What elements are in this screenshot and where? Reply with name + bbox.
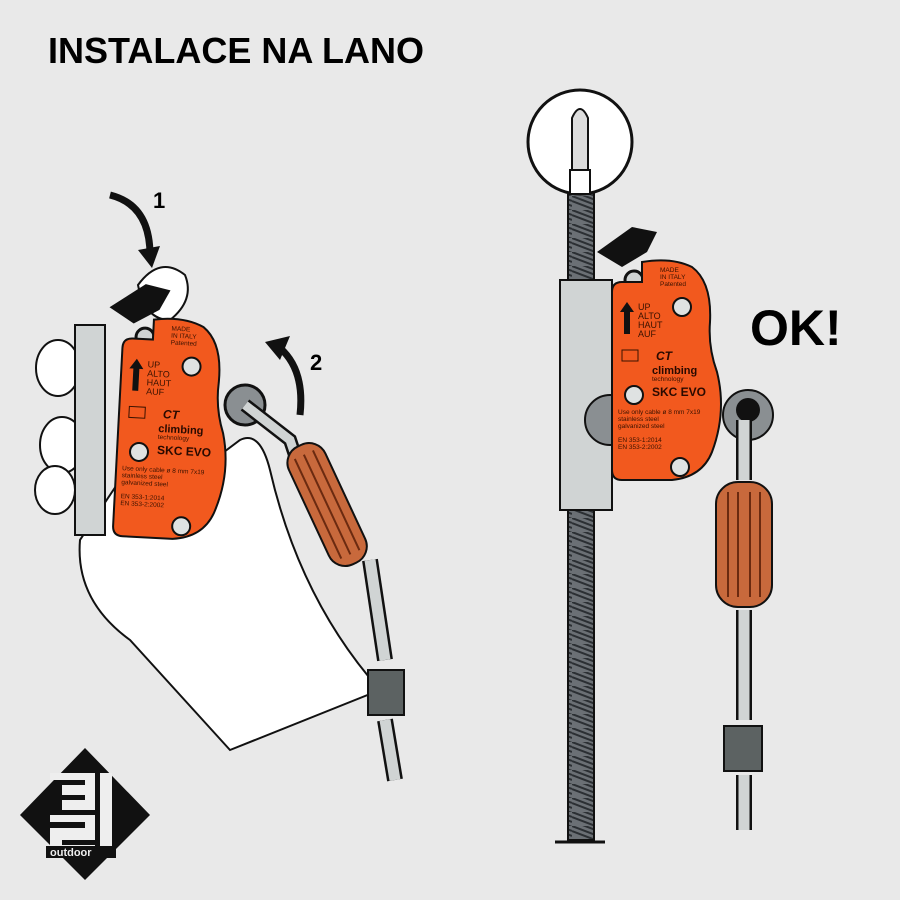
manual-icon xyxy=(128,405,146,419)
svg-text:HAUT: HAUT xyxy=(146,377,171,388)
svg-text:EN 353-1:2014: EN 353-1:2014 xyxy=(618,437,662,444)
rope-plate xyxy=(74,324,106,536)
page-title: INSTALACE NA LANO xyxy=(48,30,424,71)
svg-text:galvanized steel: galvanized steel xyxy=(121,479,168,488)
brand-logo-321-outdoor: outdoor xyxy=(20,748,150,880)
svg-text:AUF: AUF xyxy=(638,329,657,339)
svg-text:UP: UP xyxy=(147,359,160,370)
lanyard-left xyxy=(286,442,368,567)
svg-text:EN 353-1:2014: EN 353-1:2014 xyxy=(120,493,164,502)
ct-logo: CT xyxy=(163,407,181,422)
ok-label: OK! xyxy=(750,300,842,356)
svg-text:technology: technology xyxy=(652,376,684,383)
svg-text:HAUT: HAUT xyxy=(638,320,663,330)
svg-text:stainless steel: stainless steel xyxy=(122,472,164,481)
svg-text:IN ITALY: IN ITALY xyxy=(171,332,197,340)
svg-text:SKC EVO: SKC EVO xyxy=(157,443,212,460)
svg-text:Patented: Patented xyxy=(660,281,686,288)
svg-text:MADE: MADE xyxy=(171,326,191,334)
svg-text:stainless steel: stainless steel xyxy=(618,416,659,423)
svg-text:Patented: Patented xyxy=(171,339,198,347)
arrow-1-icon xyxy=(109,191,154,256)
svg-text:climbing: climbing xyxy=(158,423,204,437)
svg-text:ALTO: ALTO xyxy=(638,311,661,321)
svg-text:outdoor: outdoor xyxy=(50,847,92,859)
ct-logo: CT xyxy=(656,349,674,363)
up-arrow-icon xyxy=(129,358,144,391)
svg-text:EN 353-2:2002: EN 353-2:2002 xyxy=(120,500,164,509)
svg-text:IN ITALY: IN ITALY xyxy=(660,274,686,281)
up-arrow-icon xyxy=(620,302,634,334)
svg-text:AUF: AUF xyxy=(146,386,165,397)
arrow-2-icon xyxy=(277,345,305,416)
svg-text:Use only cable ø 8 mm 7x19: Use only cable ø 8 mm 7x19 xyxy=(122,465,205,476)
right-step: MADE IN ITALY Patented UP ALTO HAUT AUF … xyxy=(526,88,842,844)
svg-text:Use only cable ø 8 mm 7x19: Use only cable ø 8 mm 7x19 xyxy=(618,409,701,416)
svg-text:EN 353-2:2002: EN 353-2:2002 xyxy=(618,444,662,451)
svg-text:SKC EVO: SKC EVO xyxy=(652,385,706,399)
lanyard-right xyxy=(715,481,773,608)
left-step: MADE IN ITALY Patented UP ALTO HAUT AUF … xyxy=(34,188,405,782)
svg-text:ALTO: ALTO xyxy=(147,368,170,379)
svg-text:climbing: climbing xyxy=(652,365,697,377)
manual-icon xyxy=(621,349,639,362)
step-1-label: 1 xyxy=(153,188,165,213)
svg-text:UP: UP xyxy=(638,302,651,312)
svg-text:galvanized steel: galvanized steel xyxy=(618,423,665,430)
svg-text:technology: technology xyxy=(158,434,191,443)
device-left: MADE IN ITALY Patented UP ALTO HAUT AUF … xyxy=(96,280,237,543)
device-right: MADE IN ITALY Patented UP ALTO HAUT AUF … xyxy=(595,225,723,482)
step-2-label: 2 xyxy=(310,350,322,375)
svg-text:MADE: MADE xyxy=(660,267,679,274)
